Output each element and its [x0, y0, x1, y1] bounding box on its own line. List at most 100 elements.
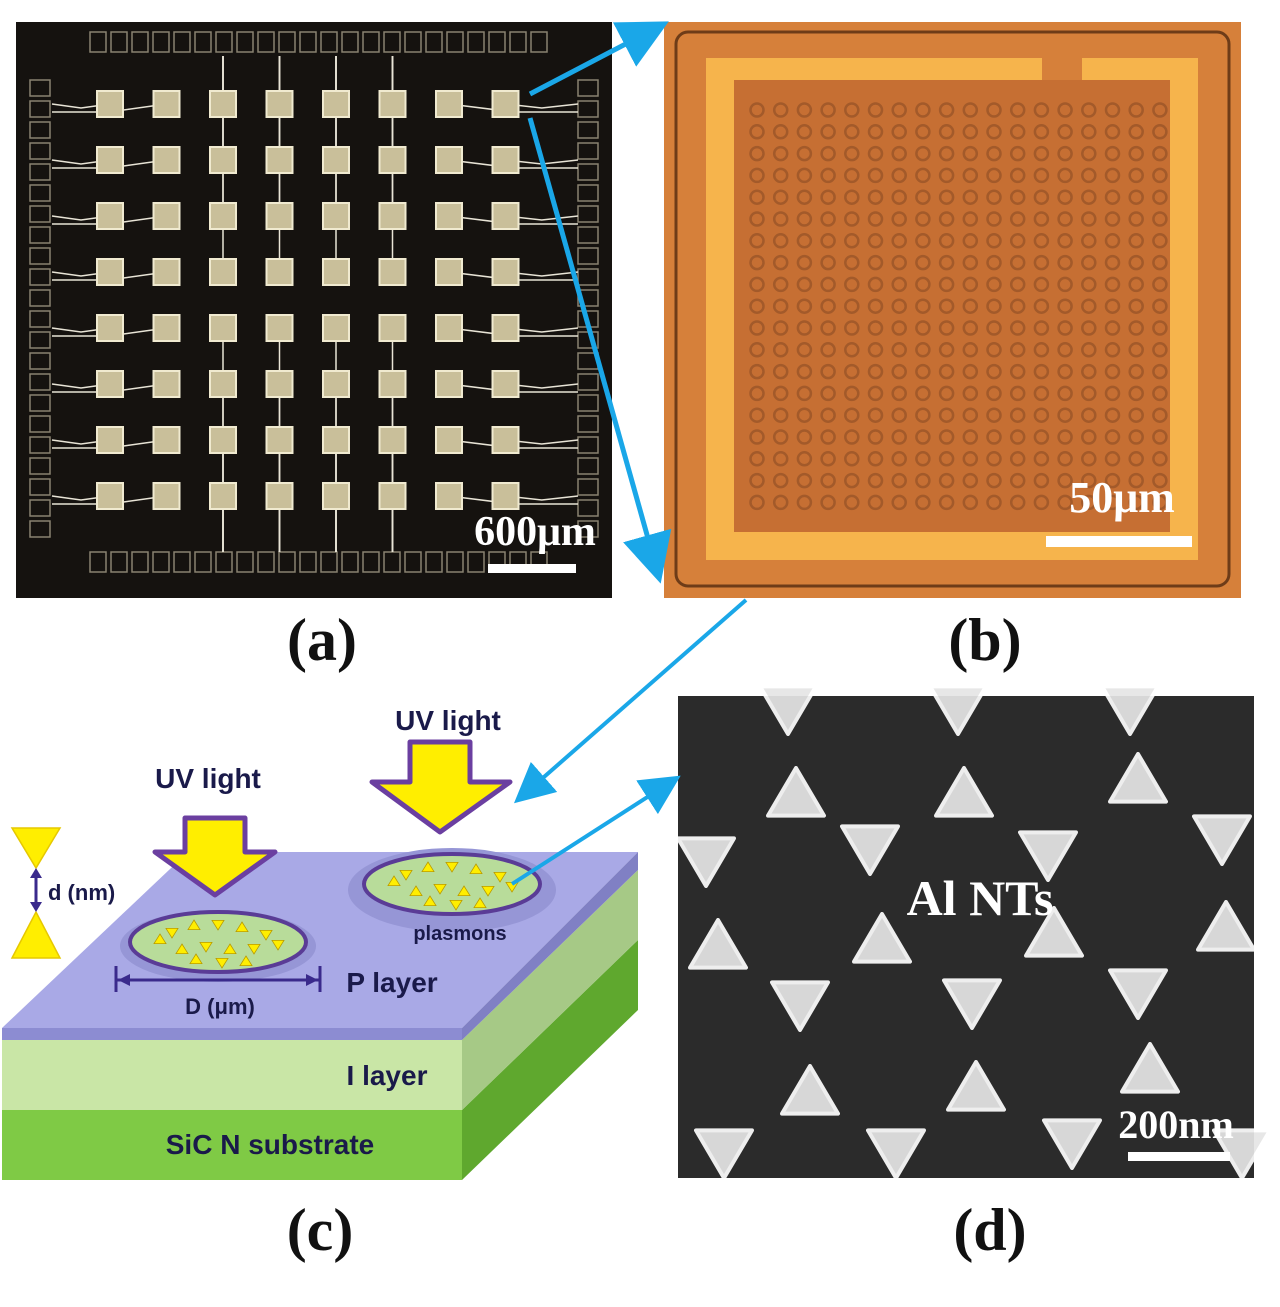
hole [1081, 298, 1097, 314]
pixel-pad [96, 90, 124, 118]
hole [820, 407, 836, 423]
hole [820, 124, 836, 140]
hole [844, 124, 860, 140]
hole [796, 320, 813, 336]
border-pad [488, 31, 506, 53]
pixel-pad [491, 314, 520, 342]
pixel-pad [265, 314, 294, 342]
hole [1104, 407, 1121, 423]
pixel-pad [152, 482, 181, 510]
hole [962, 298, 979, 314]
pixel-pad [96, 370, 124, 398]
hole [915, 451, 931, 467]
hole [891, 320, 907, 336]
hole [772, 145, 789, 162]
nanotriangle [421, 861, 435, 872]
hole [1128, 407, 1144, 423]
hole [844, 211, 860, 227]
hole [891, 363, 907, 380]
hole [938, 363, 955, 380]
hole [867, 342, 884, 358]
hole [1128, 429, 1144, 445]
hole [1128, 472, 1144, 489]
hole [915, 342, 931, 358]
border-pad [29, 436, 51, 454]
border-pad [257, 551, 275, 573]
uv-light-left-label: UV light [155, 763, 261, 794]
pixel-pad [322, 482, 350, 510]
hole [1128, 342, 1144, 358]
hole [796, 102, 813, 118]
nanotriangle [247, 944, 261, 955]
hole [1152, 363, 1168, 380]
hole [772, 211, 789, 227]
hole [1009, 472, 1026, 489]
hole [938, 472, 955, 489]
hole [844, 472, 860, 489]
hole [844, 451, 860, 467]
hole [749, 298, 765, 314]
pixel-pad [322, 202, 350, 230]
bowtie-bottom-icon [10, 910, 62, 959]
hole [1104, 145, 1121, 162]
hole [938, 124, 955, 140]
hole [962, 429, 979, 445]
hole [844, 167, 860, 184]
pixel-pad [378, 90, 407, 118]
pixel-pad [378, 482, 407, 510]
border-pad [577, 373, 599, 391]
hole [796, 342, 813, 358]
hole [1081, 211, 1097, 227]
uv-arrow-left-icon [152, 815, 278, 898]
hole [1057, 102, 1073, 118]
border-pad [29, 520, 51, 538]
p-layer-side [462, 852, 638, 1040]
panel-a: 600μm (a) [16, 22, 612, 673]
hole [772, 276, 789, 293]
hole [1104, 167, 1121, 184]
pixel-pad [378, 146, 407, 174]
border-pad [215, 31, 233, 53]
hole [820, 276, 836, 293]
hole [749, 494, 765, 511]
pixel-pad [265, 370, 294, 398]
hole [938, 102, 955, 118]
hole [749, 363, 765, 380]
hole [938, 211, 955, 227]
hole [1009, 385, 1026, 402]
hole [867, 211, 884, 227]
border-pad [577, 247, 599, 265]
gap-label: d (nm) [48, 880, 115, 905]
hole [1009, 233, 1026, 249]
hole [1152, 124, 1168, 140]
p-layer-label: P layer [346, 967, 437, 998]
hole [1128, 211, 1144, 227]
pixel-pad [152, 314, 181, 342]
hole [986, 407, 1002, 423]
hole [867, 233, 884, 249]
hole [796, 429, 813, 445]
border-pad [29, 415, 51, 433]
hole [891, 385, 907, 402]
hole [986, 189, 1002, 205]
hole [962, 342, 979, 358]
hole [915, 276, 931, 293]
hole [915, 407, 931, 423]
hole [1057, 472, 1073, 489]
border-pad [131, 551, 149, 573]
hole [1057, 124, 1073, 140]
hole [820, 320, 836, 336]
hole [1009, 407, 1026, 423]
border-pad [257, 31, 275, 53]
border-pad [29, 247, 51, 265]
hole [820, 451, 836, 467]
nanotriangle [473, 897, 487, 908]
hole [1033, 429, 1050, 445]
hole [938, 429, 955, 445]
hole [1152, 189, 1168, 205]
hole [938, 167, 955, 184]
hole [844, 429, 860, 445]
border-pad [341, 551, 359, 573]
detector-pad-array [96, 90, 520, 510]
